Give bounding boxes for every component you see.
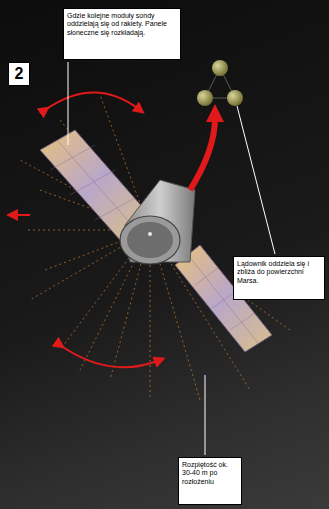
callout-box: Gdzie kolejne moduły sondy oddzielają si… [63,8,181,60]
motion-rays [20,95,290,400]
callout-text: Gdzie kolejne moduły sondy oddzielają si… [67,12,177,37]
lander-spheres [197,60,243,106]
callout-number: 2 [8,62,30,86]
separation-arrow [190,118,215,190]
heat-shield [120,216,180,264]
heat-shield [127,222,173,258]
callout-number: 2 [10,64,28,83]
callout-box: Lądownik oddziela się i zbliża do powier… [233,256,325,300]
callout-text: Lądownik oddziela się i zbliża do powier… [237,260,321,285]
callout-box: Rozpiętość ok. 30-40 m po rozłożeniu [178,457,242,505]
callout-text: Rozpiętość ok. 30-40 m po rozłożeniu [182,461,238,486]
rotation-arrows [12,93,285,368]
